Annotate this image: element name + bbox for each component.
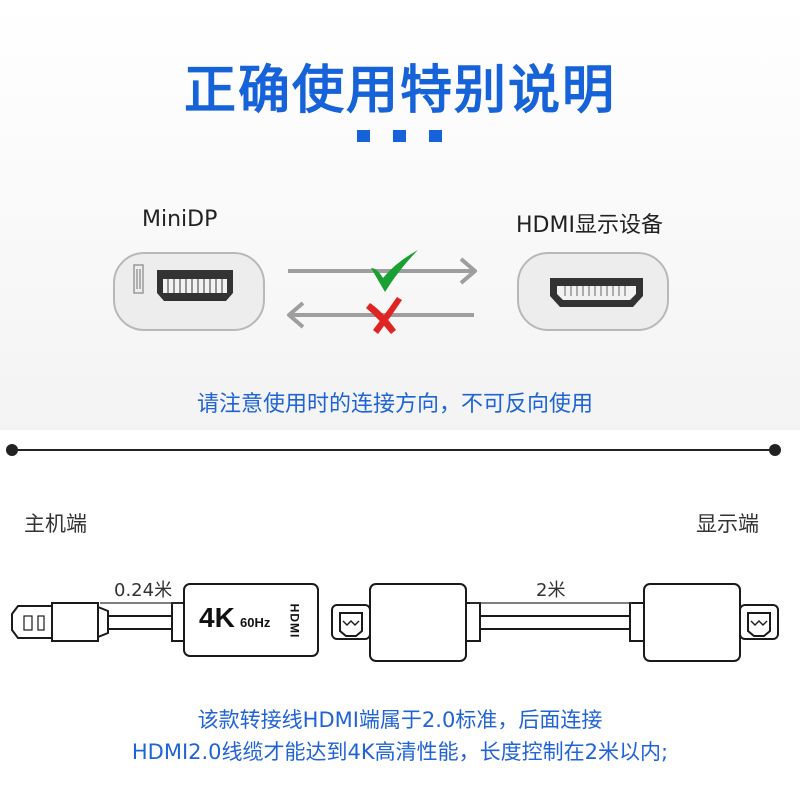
adapter-refresh-label: 60Hz	[240, 615, 271, 630]
hdmi-plug-right-icon	[629, 583, 779, 662]
target-device-label: HDMI显示设备	[516, 213, 663, 238]
hdmi-cable-length-label: 2米	[536, 580, 566, 601]
adapter-resolution-label: 4K	[199, 602, 235, 633]
adapter-length-label: 0.24米	[114, 580, 173, 601]
cross-icon	[366, 297, 402, 334]
hdmi-logo-icon: HDMI	[283, 598, 305, 644]
hdmi-logo-text: HDMI	[287, 603, 302, 639]
divider-right-dot	[769, 444, 781, 456]
source-port-label: MiniDP	[142, 207, 218, 232]
spec-note-line-1: 该款转接线HDMI端属于2.0标准，后面连接	[197, 708, 603, 732]
hdmi-port-icon	[517, 252, 669, 331]
check-icon	[371, 250, 418, 292]
forward-arrow-icon	[288, 257, 477, 285]
spec-note-line-2: HDMI2.0线缆才能达到4K高清性能，长度控制在2米以内;	[131, 740, 669, 764]
display-end-label: 显示端	[696, 512, 759, 536]
direction-notice: 请注意使用时的连接方向，不可反向使用	[196, 392, 593, 417]
page-title: 正确使用特别说明	[183, 61, 616, 121]
cable-diagram	[11, 583, 779, 662]
top-section-background	[0, 0, 800, 430]
hdmi-plug-left-icon	[331, 583, 481, 662]
minidp-port-icon	[113, 252, 265, 331]
section-divider	[12, 449, 775, 451]
direction-diagram	[113, 250, 669, 334]
title-decoration-dots	[357, 130, 443, 142]
host-end-label: 主机端	[24, 512, 87, 536]
minidp-plug-icon	[11, 602, 109, 642]
